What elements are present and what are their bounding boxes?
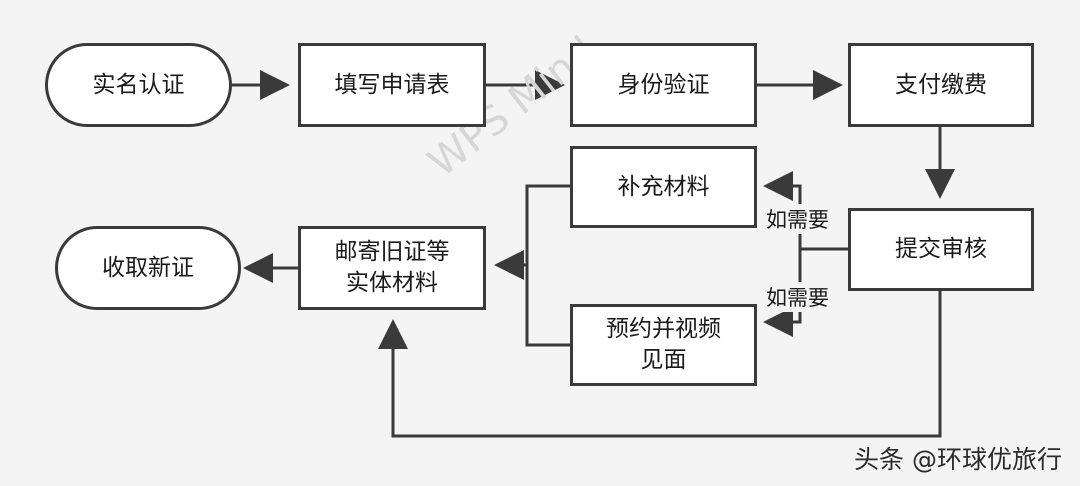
- node-receive[interactable]: 收取新证: [55, 226, 241, 310]
- node-fill-form-label: 填写申请表: [334, 71, 450, 98]
- node-real-name[interactable]: 实名认证: [45, 43, 232, 127]
- node-mail-docs-label: 邮寄旧证等 实体材料: [334, 239, 450, 296]
- footer-credit: 头条 @环球优旅行: [854, 445, 1062, 474]
- node-appointment-label: 预约并视频 见面: [606, 316, 721, 373]
- node-payment-label: 支付缴费: [895, 71, 987, 98]
- node-appointment[interactable]: 预约并视频 见面: [570, 304, 757, 386]
- edge-supplement-to-mail: [494, 184, 570, 280]
- node-fill-form[interactable]: 填写申请表: [298, 43, 486, 127]
- node-submit-review-label: 提交审核: [895, 236, 987, 262]
- node-identity-label: 身份验证: [617, 71, 710, 98]
- node-real-name-label: 实名认证: [92, 71, 185, 98]
- edge-label-if-needed-appointment: 如需要: [764, 282, 831, 312]
- node-submit-review[interactable]: 提交审核: [848, 208, 1034, 291]
- edge-appointment-to-mail: [525, 265, 570, 347]
- edge-review-to-mail: [378, 290, 942, 438]
- edge-label-if-needed-supplement: 如需要: [764, 204, 831, 234]
- node-payment[interactable]: 支付缴费: [848, 43, 1034, 127]
- node-supplement-label: 补充材料: [617, 173, 710, 200]
- node-identity[interactable]: 身份验证: [570, 43, 757, 127]
- node-receive-label: 收取新证: [102, 254, 194, 281]
- node-supplement[interactable]: 补充材料: [570, 146, 757, 228]
- node-mail-docs[interactable]: 邮寄旧证等 实体材料: [298, 226, 486, 310]
